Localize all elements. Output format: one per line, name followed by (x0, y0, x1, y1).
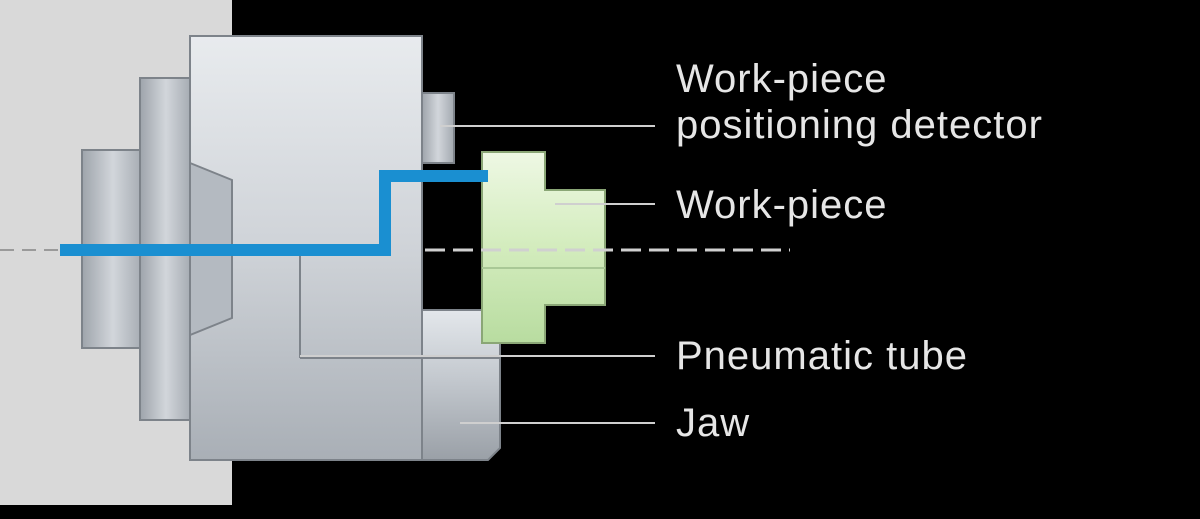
positioning-detector (421, 92, 455, 164)
pneumatic-tube (60, 170, 488, 256)
label-pneumatic-tube: Pneumatic tube (676, 334, 968, 378)
label-jaw: Jaw (676, 401, 751, 445)
label-work-piece: Work-piece (676, 183, 888, 227)
label-positioning-detector: Work-piece positioning detector (676, 57, 1043, 147)
work-piece (481, 151, 606, 344)
